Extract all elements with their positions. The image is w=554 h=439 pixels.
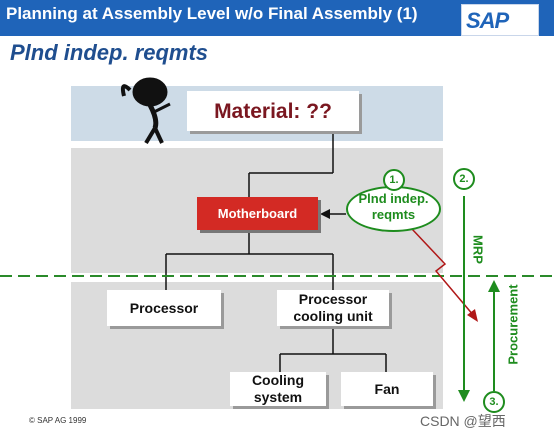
sap-logo-text: SAP [466, 8, 509, 33]
planner-hand [153, 102, 171, 114]
pir-label: Plnd indep. reqmts [358, 191, 429, 222]
lightning-arrow-line [411, 228, 475, 317]
planner-body [147, 103, 159, 129]
procurement-arrowhead [488, 280, 500, 292]
planner-figure [120, 77, 171, 145]
lightning-arrowhead [467, 309, 478, 322]
step-2-badge: 2. [453, 168, 475, 190]
watermark: CSDN @望西 [420, 413, 506, 429]
copyright-text: SAP AG 1999 [37, 416, 87, 425]
slide-title: Planning at Assembly Level w/o Final Ass… [6, 4, 418, 23]
copyright: © SAP AG 1999 [29, 416, 87, 425]
fan-node: Fan [341, 372, 433, 406]
planner-head [132, 77, 168, 107]
pir-pointer-arrowhead [320, 209, 330, 219]
processor-cooling-unit-node: Processor cooling unit [277, 290, 389, 326]
planner-legs [144, 126, 164, 145]
sap-logo: SAP [461, 4, 539, 36]
pir-ellipse [346, 186, 441, 232]
mrp-arrowhead [458, 390, 470, 402]
mrp-label: MRP [470, 235, 486, 264]
step-1-badge: 1. [383, 169, 405, 191]
material-node: Material: ?? [187, 91, 359, 131]
processor-node: Processor [107, 290, 221, 326]
planner-arm [120, 84, 132, 97]
slide-subtitle: Plnd indep. reqmts [10, 40, 209, 65]
procurement-label: Procurement [505, 284, 521, 365]
cooling-system-node: Cooling system [230, 372, 326, 406]
motherboard-node: Motherboard [197, 197, 318, 230]
step-3-badge: 3. [483, 391, 505, 413]
